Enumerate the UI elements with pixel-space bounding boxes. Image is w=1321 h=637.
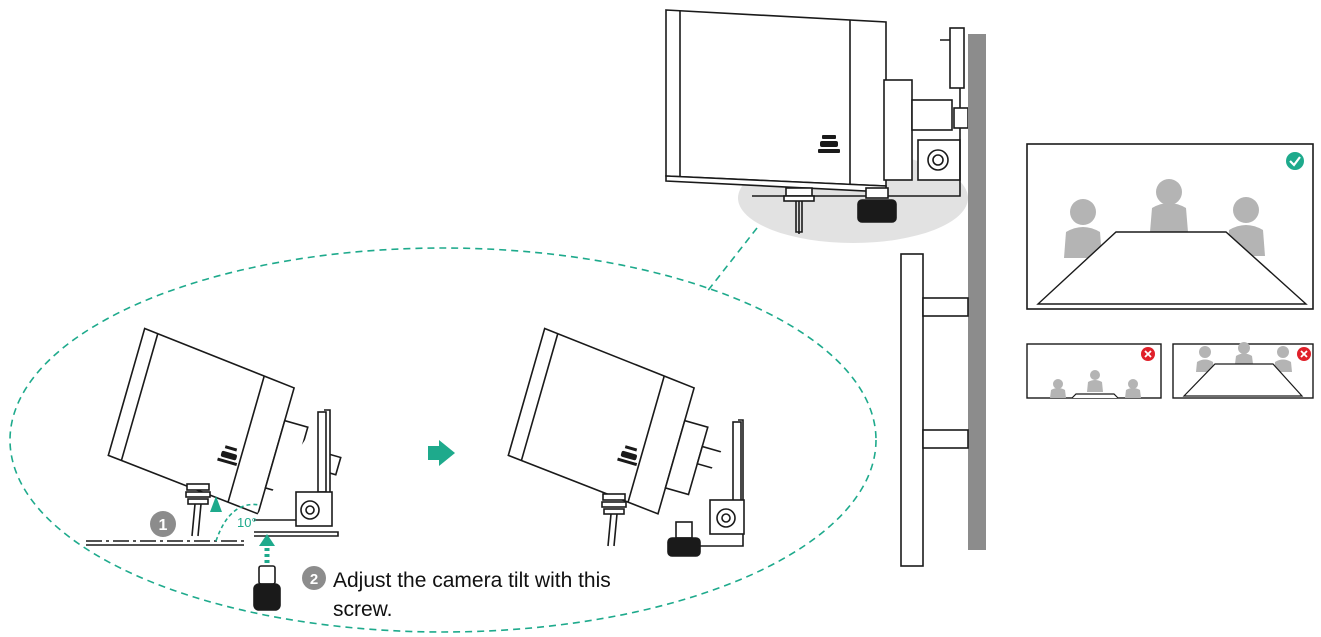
next-arrow-icon	[428, 440, 455, 466]
wall-mounted-camera	[665, 9, 969, 243]
step-2-badge: 2	[302, 566, 326, 590]
step-2-instruction: Adjust the camera tilt with this screw.	[333, 566, 611, 624]
svg-text:2: 2	[310, 571, 318, 588]
check-circle-icon	[1286, 152, 1304, 170]
instruction-line-1: Adjust the camera tilt with this	[333, 569, 611, 592]
svg-text:1: 1	[159, 517, 168, 534]
detail-callout	[9, 247, 877, 633]
zoom-connector	[9, 227, 877, 633]
table	[1036, 231, 1308, 305]
x-circle-icon	[1141, 347, 1155, 361]
angle-arrow-icon	[210, 496, 222, 512]
tv-display-side	[900, 253, 969, 567]
camera-before	[86, 327, 342, 611]
correct-view-frame	[1026, 143, 1314, 310]
x-circle-icon	[1297, 347, 1311, 361]
angle-label: 10°	[237, 515, 257, 530]
tilt-angle-indicator: 10°	[210, 496, 261, 542]
wrong-view-frame-1	[1026, 343, 1162, 399]
brand-logo-icon	[818, 135, 840, 153]
camera-after	[507, 327, 745, 557]
wall	[968, 34, 986, 550]
wrong-view-frame-2	[1172, 342, 1314, 399]
instruction-line-2: screw.	[333, 598, 393, 621]
insert-screw-arrow-icon	[259, 534, 275, 563]
step-1-badge: 1	[150, 511, 176, 537]
